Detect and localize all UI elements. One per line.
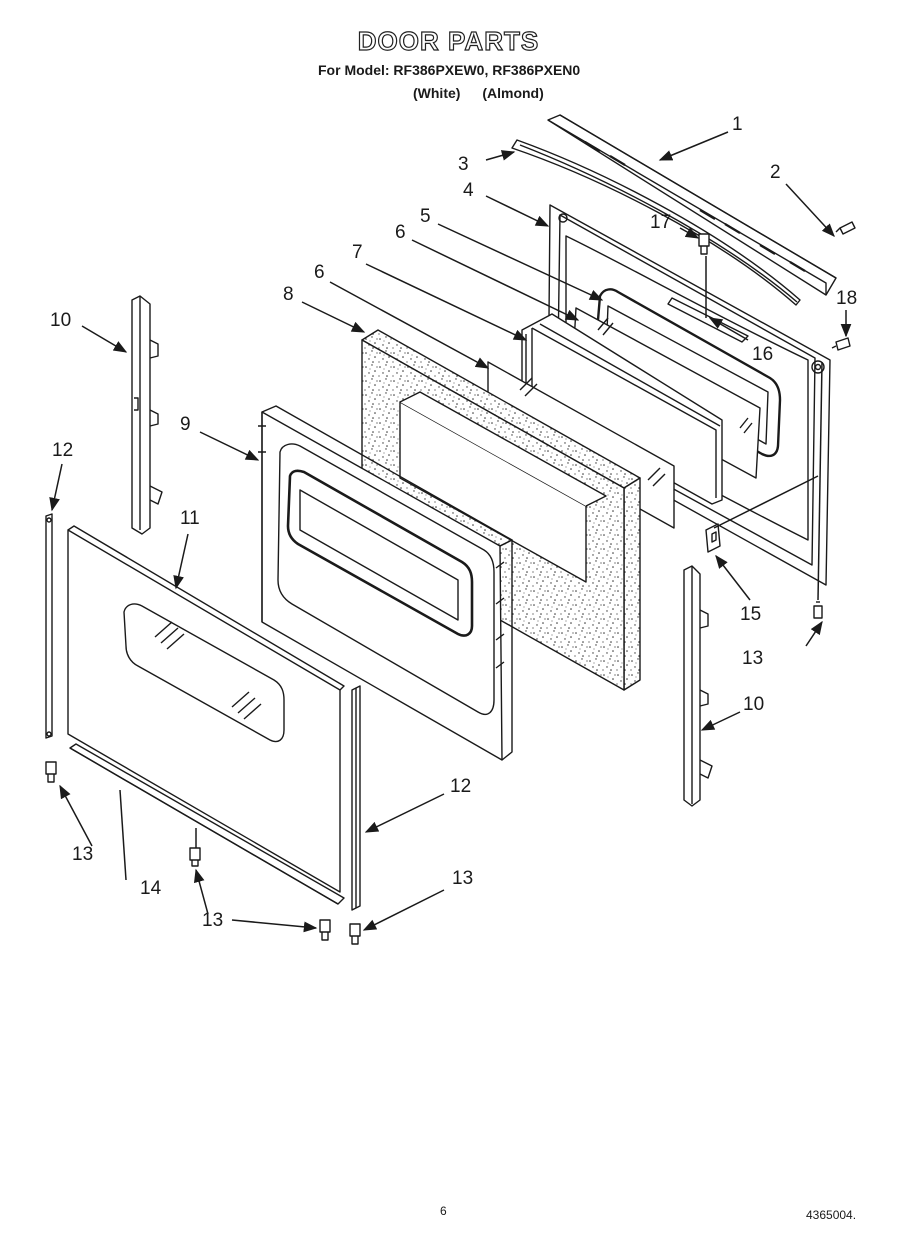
callout-15: 15 [740,604,761,625]
callout-8: 8 [283,284,294,305]
callout-13c: 13 [452,868,473,889]
callout-1: 1 [732,114,743,135]
callout-3: 3 [458,154,469,175]
screw-icon [831,337,851,351]
part-clip [705,523,721,553]
callout-4: 4 [463,180,474,201]
callout-10b: 10 [743,694,764,715]
part-upper-trim-strip [511,139,801,306]
callout-11: 11 [180,508,200,529]
callout-10a: 10 [50,310,71,331]
callout-6b: 6 [314,262,325,283]
screw-icon [698,233,710,255]
callout-5: 5 [420,206,431,227]
color-variants: (White) (Almond) [413,85,562,101]
callout-9: 9 [180,414,191,435]
callout-12b: 12 [450,776,471,797]
part-bottom-trim [69,743,345,905]
callout-13b: 13 [202,910,223,931]
callout-labels: 1 2 3 4 5 6 6 7 8 9 10 10 11 12 12 13 13… [50,114,857,931]
screw-icon [45,761,57,783]
variant-almond: (Almond) [482,85,544,101]
callout-17: 17 [650,212,671,233]
callout-2: 2 [770,162,781,183]
callout-13a: 13 [72,844,93,865]
part-side-trim-right [351,685,361,911]
model-line: For Model: RF386PXEW0, RF386PXEN0 [318,62,581,78]
page-title: DOOR PARTS [357,25,540,56]
part-side-trim-left [45,513,53,739]
screw-icon [835,221,856,235]
callout-13d: 13 [742,648,763,669]
part-outer-door-panel [67,525,345,893]
screw-icon [813,601,823,619]
page-number: 6 [440,1204,447,1218]
document-code: 4365004. [806,1208,857,1222]
screw-icon [349,923,361,945]
callout-12a: 12 [52,440,73,461]
part-hinge-channel-right [683,565,713,807]
part-hinge-channel-left [131,295,163,535]
screw-icon [319,919,331,941]
part-insulation [361,329,641,691]
callout-14: 14 [140,878,162,899]
callout-18: 18 [836,288,857,309]
screw-icon [189,847,201,867]
callout-16: 16 [752,344,773,365]
leader-lines [49,131,852,933]
variant-white: (White) [413,85,461,101]
part-door-liner [258,405,513,761]
part-door-top-trim [547,114,837,296]
callout-7: 7 [352,242,363,263]
callout-6a: 6 [395,222,406,243]
